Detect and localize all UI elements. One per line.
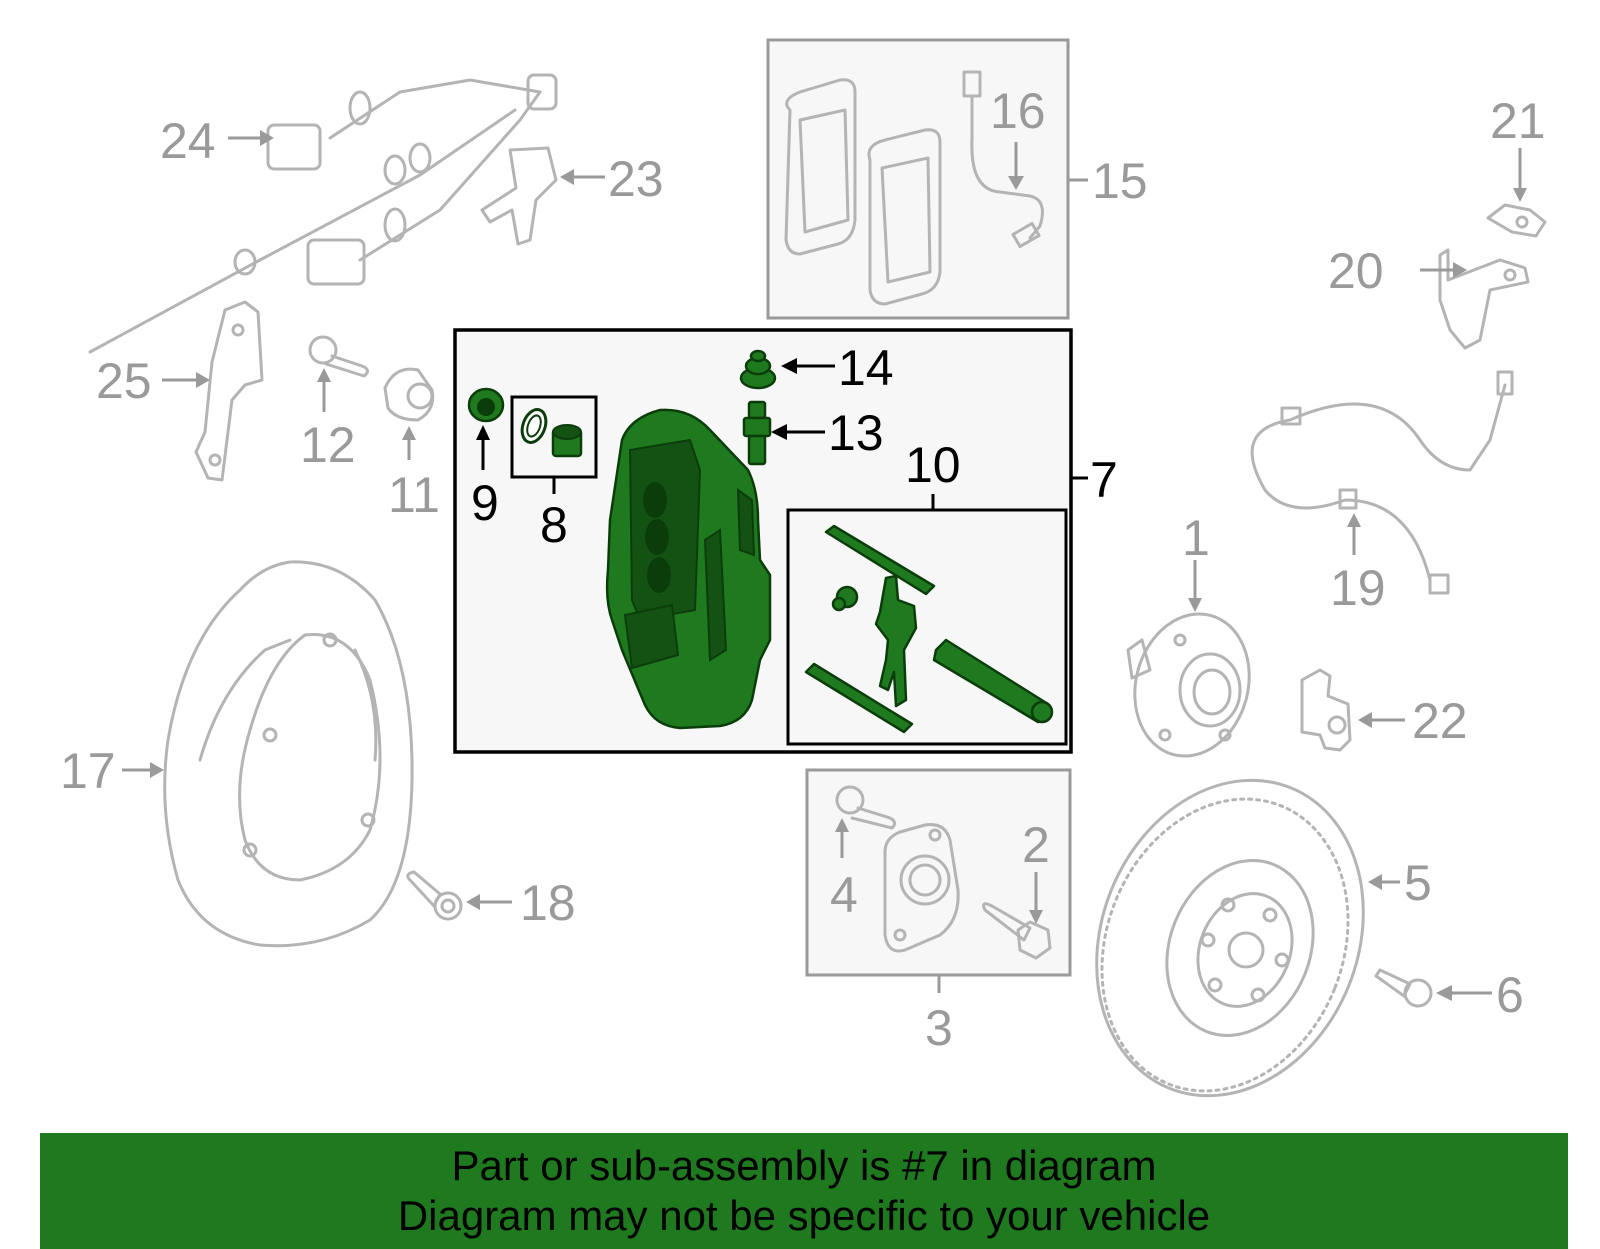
bolt-2 [982, 902, 1052, 960]
parts-diagram: 1 2 3 4 5 6 7 8 9 10 11 12 13 14 15 16 1… [60, 38, 1547, 1098]
wiring-harness-24 [88, 73, 558, 354]
dust-shield-17 [163, 560, 414, 948]
bushing-11 [383, 367, 435, 422]
banner-line-1: Part or sub-assembly is #7 in diagram [451, 1142, 1157, 1189]
wear-sensor-16 [962, 70, 1044, 249]
callout-8: 8 [540, 497, 568, 553]
callout-9: 9 [471, 475, 499, 531]
bracket-20 [1438, 248, 1530, 350]
callout-13: 13 [828, 405, 884, 461]
callout-2: 2 [1022, 817, 1050, 873]
brake-rotor-5 [1095, 778, 1365, 1098]
speed-sensor-23 [480, 146, 558, 246]
brake-caliper-7 [605, 408, 772, 730]
clip-21 [1486, 203, 1547, 238]
wheel-hub-1 [1126, 612, 1251, 758]
bracket-25 [194, 300, 264, 482]
callout-18: 18 [520, 875, 576, 931]
callout-15: 15 [1092, 153, 1148, 209]
bolt-4 [835, 785, 897, 830]
brake-hose-19 [1250, 370, 1514, 595]
bleeder-valve-13 [742, 400, 772, 466]
callout-12: 12 [300, 417, 356, 473]
callout-24: 24 [160, 113, 216, 169]
callout-5: 5 [1404, 855, 1432, 911]
callout-4: 4 [830, 867, 858, 923]
bleeder-cap-14 [739, 349, 777, 390]
bolt-18 [406, 870, 463, 921]
dust-boot-9 [467, 387, 505, 423]
callout-17: 17 [60, 743, 116, 799]
callout-3: 3 [925, 1000, 953, 1056]
callout-23: 23 [608, 151, 664, 207]
piston-seal-8 [520, 408, 583, 458]
callout-19: 19 [1330, 560, 1386, 616]
callout-16: 16 [990, 83, 1046, 139]
callout-25: 25 [96, 353, 152, 409]
callout-21: 21 [1490, 93, 1546, 149]
banner-line-2: Diagram may not be specific to your vehi… [397, 1192, 1211, 1239]
callout-1: 1 [1182, 510, 1210, 566]
callout-11: 11 [388, 467, 440, 523]
wheel-bearing-3 [883, 823, 960, 953]
info-banner: Part or sub-assembly is #7 in diagram Di… [40, 1133, 1568, 1249]
hardware-kit-10 [804, 524, 1054, 734]
callout-7: 7 [1090, 452, 1118, 508]
callout-6: 6 [1496, 967, 1524, 1023]
screw-6 [1374, 968, 1433, 1008]
bolt-12 [308, 335, 369, 378]
callout-10: 10 [905, 437, 961, 493]
callout-20: 20 [1328, 243, 1384, 299]
bracket-22 [1300, 668, 1352, 752]
callout-22: 22 [1412, 693, 1468, 749]
brake-pads [784, 78, 942, 306]
callout-14: 14 [838, 340, 894, 396]
